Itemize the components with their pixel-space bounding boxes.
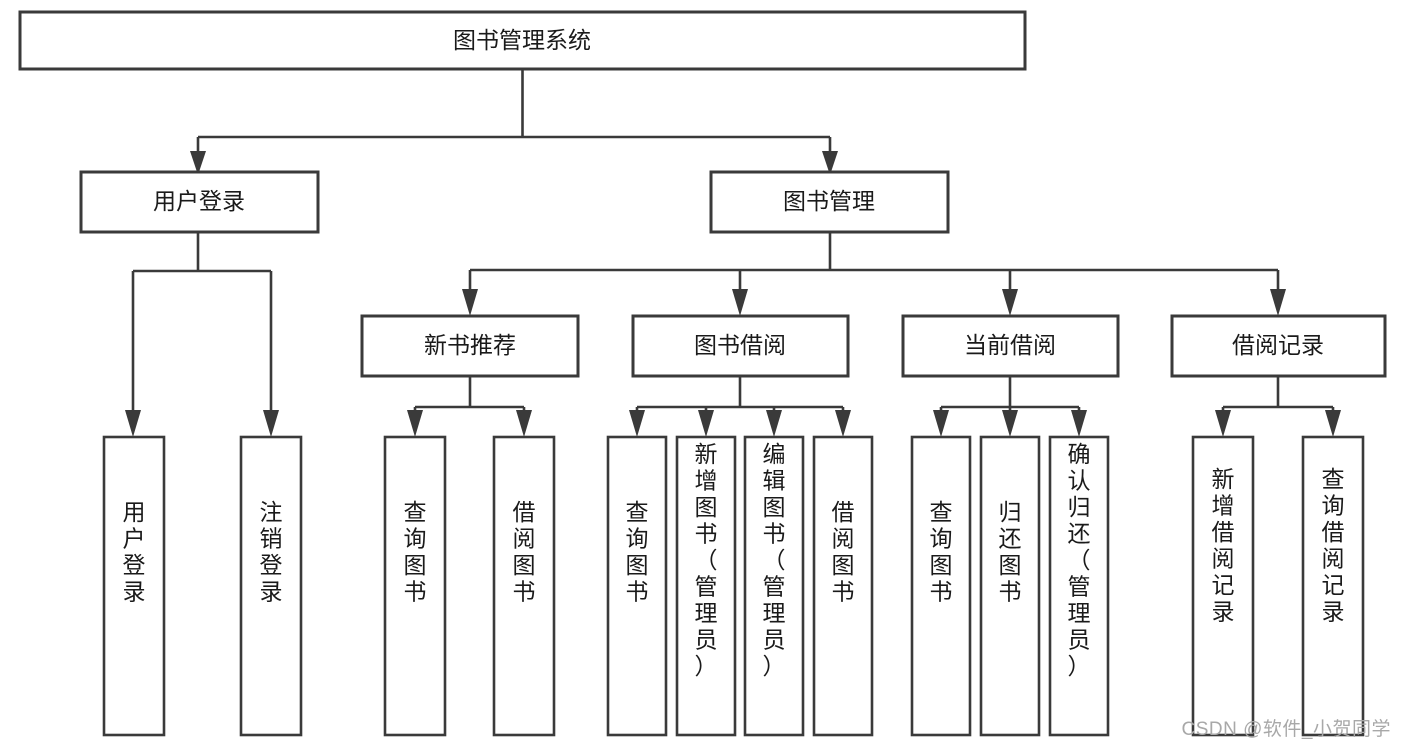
node-leaf-cur-return-box[interactable] <box>979 435 1041 737</box>
arrowhead-to-leaf-borrow-do <box>835 410 851 437</box>
arrowhead-to-borrow-record <box>1270 289 1286 316</box>
node-leaf-borrow-add-label: 新增图书（管理员） <box>695 441 718 679</box>
node-book-borrow[interactable]: 图书借阅 <box>631 314 850 378</box>
arrowhead-to-leaf-user-logout <box>263 410 279 437</box>
node-book-manage-box[interactable] <box>709 170 950 234</box>
edge-book-manage-to-bus <box>468 232 1280 290</box>
arrowhead-to-user-login <box>190 151 206 175</box>
node-leaf-user-login-box[interactable] <box>102 435 166 737</box>
node-new-book-rec-box[interactable] <box>360 314 580 378</box>
edge-new-book-rec-to-bus <box>413 376 526 412</box>
node-leaf-borrow-query-box[interactable] <box>606 435 668 737</box>
edge-root-to-bus <box>196 70 832 163</box>
node-leaf-rec-search-box[interactable] <box>1301 435 1365 737</box>
node-root[interactable]: 图书管理系统 <box>18 10 1027 71</box>
node-leaf-borrow-do[interactable]: 借阅图书 <box>812 435 874 737</box>
arrowhead-to-leaf-cur-confirm <box>1071 410 1087 437</box>
edge-layer <box>125 70 1341 437</box>
node-leaf-cur-confirm[interactable]: 确认归还（管理员） <box>1048 435 1110 737</box>
node-leaf-cur-query-label: 查询图书 <box>930 499 953 605</box>
arrowhead-to-leaf-borrow-add <box>698 410 714 437</box>
node-leaf-rec-query-box[interactable] <box>383 435 447 737</box>
arrowhead-to-leaf-rec-borrow <box>516 410 532 437</box>
csdn-watermark: CSDN @软件_小贺同学 <box>1181 719 1391 740</box>
arrowhead-to-leaf-user-login <box>125 410 141 437</box>
node-leaf-cur-confirm-label: 确认归还（管理员） <box>1068 441 1091 679</box>
node-book-manage[interactable]: 图书管理 <box>709 170 950 234</box>
node-leaf-borrow-query[interactable]: 查询图书 <box>606 435 668 737</box>
node-leaf-rec-add[interactable]: 新增借阅记录 <box>1191 435 1255 737</box>
node-book-borrow-label: 图书借阅 <box>694 332 786 358</box>
node-leaf-borrow-query-label: 查询图书 <box>626 499 649 605</box>
edge-current-borrow-to-bus <box>939 376 1081 412</box>
node-user-login[interactable]: 用户登录 <box>79 170 320 234</box>
node-leaf-user-logout-box[interactable] <box>239 435 303 737</box>
arrowhead-to-book-manage <box>822 151 838 175</box>
node-leaf-borrow-do-label: 借阅图书 <box>832 499 855 605</box>
arrowhead-to-leaf-cur-query <box>933 410 949 437</box>
node-current-borrow-box[interactable] <box>901 314 1120 378</box>
node-current-borrow-label: 当前借阅 <box>964 332 1056 358</box>
node-borrow-record-box[interactable] <box>1170 314 1387 378</box>
node-new-book-rec-label: 新书推荐 <box>424 332 516 358</box>
node-leaf-borrow-do-box[interactable] <box>812 435 874 737</box>
node-leaf-borrow-edit[interactable]: 编辑图书（管理员） <box>743 435 805 737</box>
arrowhead-to-leaf-rec-search <box>1325 410 1341 437</box>
node-leaf-rec-search[interactable]: 查询借阅记录 <box>1301 435 1365 737</box>
node-new-book-rec[interactable]: 新书推荐 <box>360 314 580 378</box>
node-leaf-user-logout[interactable]: 注销登录 <box>239 435 303 737</box>
arrowhead-to-book-borrow <box>732 289 748 316</box>
node-leaf-borrow-add[interactable]: 新增图书（管理员） <box>675 435 737 737</box>
edge-user-login-to-bus <box>131 232 273 410</box>
arrowhead-to-leaf-cur-return <box>1002 410 1018 437</box>
node-leaf-cur-query[interactable]: 查询图书 <box>910 435 972 737</box>
node-leaf-rec-query[interactable]: 查询图书 <box>383 435 447 737</box>
node-borrow-record-label: 借阅记录 <box>1232 332 1324 358</box>
node-leaf-user-login[interactable]: 用户登录 <box>102 435 166 737</box>
node-book-borrow-box[interactable] <box>631 314 850 378</box>
node-leaf-user-logout-label: 注销登录 <box>260 499 283 605</box>
node-leaf-cur-return-label: 归还图书 <box>999 499 1022 605</box>
node-leaf-rec-add-label: 新增借阅记录 <box>1212 466 1235 625</box>
node-leaf-user-login-label: 用户登录 <box>123 499 146 605</box>
arrowhead-to-leaf-rec-query <box>407 410 423 437</box>
node-leaf-rec-borrow-box[interactable] <box>492 435 556 737</box>
node-leaf-borrow-add-box[interactable] <box>675 435 737 737</box>
edge-borrow-record-to-bus <box>1221 376 1335 412</box>
arrowhead-to-leaf-borrow-edit <box>766 410 782 437</box>
arrowhead-to-leaf-borrow-query <box>629 410 645 437</box>
node-leaf-borrow-edit-label: 编辑图书（管理员） <box>763 441 786 679</box>
node-root-box[interactable] <box>18 10 1027 71</box>
node-leaf-cur-confirm-box[interactable] <box>1048 435 1110 737</box>
node-leaf-rec-query-label: 查询图书 <box>404 499 427 605</box>
node-root-label: 图书管理系统 <box>453 27 591 53</box>
node-leaf-rec-add-box[interactable] <box>1191 435 1255 737</box>
arrowhead-to-new-book-rec <box>462 289 478 316</box>
node-leaf-rec-borrow[interactable]: 借阅图书 <box>492 435 556 737</box>
node-user-login-box[interactable] <box>79 170 320 234</box>
arrowhead-to-leaf-rec-add <box>1215 410 1231 437</box>
edge-book-borrow-to-bus <box>635 376 845 412</box>
node-user-login-label: 用户登录 <box>153 188 245 214</box>
node-book-manage-label: 图书管理 <box>783 188 875 214</box>
node-leaf-cur-return[interactable]: 归还图书 <box>979 435 1041 737</box>
node-leaf-rec-search-label: 查询借阅记录 <box>1322 466 1345 625</box>
node-current-borrow[interactable]: 当前借阅 <box>901 314 1120 378</box>
node-leaf-cur-query-box[interactable] <box>910 435 972 737</box>
node-leaf-borrow-edit-box[interactable] <box>743 435 805 737</box>
node-leaf-rec-borrow-label: 借阅图书 <box>513 499 536 605</box>
arrowhead-to-current-borrow <box>1002 289 1018 316</box>
node-borrow-record[interactable]: 借阅记录 <box>1170 314 1387 378</box>
